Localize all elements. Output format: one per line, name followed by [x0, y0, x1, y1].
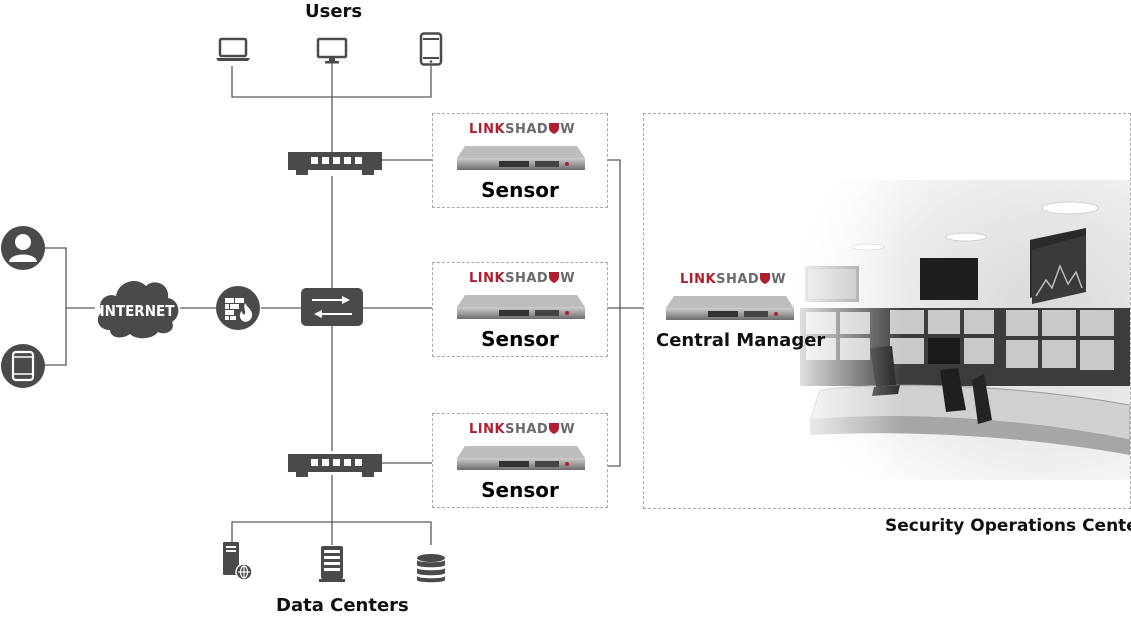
- laptop-icon: [216, 37, 250, 61]
- sensor-appliance-icon: [457, 146, 585, 170]
- users-label: Users: [305, 1, 363, 22]
- server-icon: [223, 542, 253, 581]
- soc-label: Security Operations Center: [885, 516, 1131, 536]
- central-manager-appliance-icon: [666, 296, 794, 320]
- shield-icon: [549, 123, 560, 134]
- shield-icon: [760, 273, 771, 284]
- cloud-icon: INTERNET: [97, 281, 179, 339]
- mobile-icon: [1, 344, 45, 388]
- desktop-icon: [316, 37, 348, 64]
- control-room-image: [780, 180, 1130, 480]
- firewall-icon: [216, 286, 260, 330]
- sensor-label: Sensor: [481, 327, 559, 351]
- hub-bottom-icon: [288, 454, 382, 477]
- database-icon: [417, 554, 445, 583]
- sensor-appliance-icon: [457, 295, 585, 319]
- rack-icon: [319, 546, 345, 582]
- hub-top-icon: [288, 152, 382, 175]
- tablet-icon: [419, 32, 443, 66]
- data-centers-label: Data Centers: [276, 595, 409, 616]
- central-manager-label: Central Manager: [656, 330, 826, 351]
- sensor-appliance-icon: [457, 446, 585, 470]
- internet-label: INTERNET: [100, 302, 176, 320]
- switch-icon: [301, 288, 363, 326]
- shield-icon: [549, 272, 560, 283]
- sensor-label: Sensor: [481, 478, 559, 502]
- user-icon: [1, 226, 45, 270]
- shield-icon: [549, 423, 560, 434]
- sensor-label: Sensor: [481, 178, 559, 202]
